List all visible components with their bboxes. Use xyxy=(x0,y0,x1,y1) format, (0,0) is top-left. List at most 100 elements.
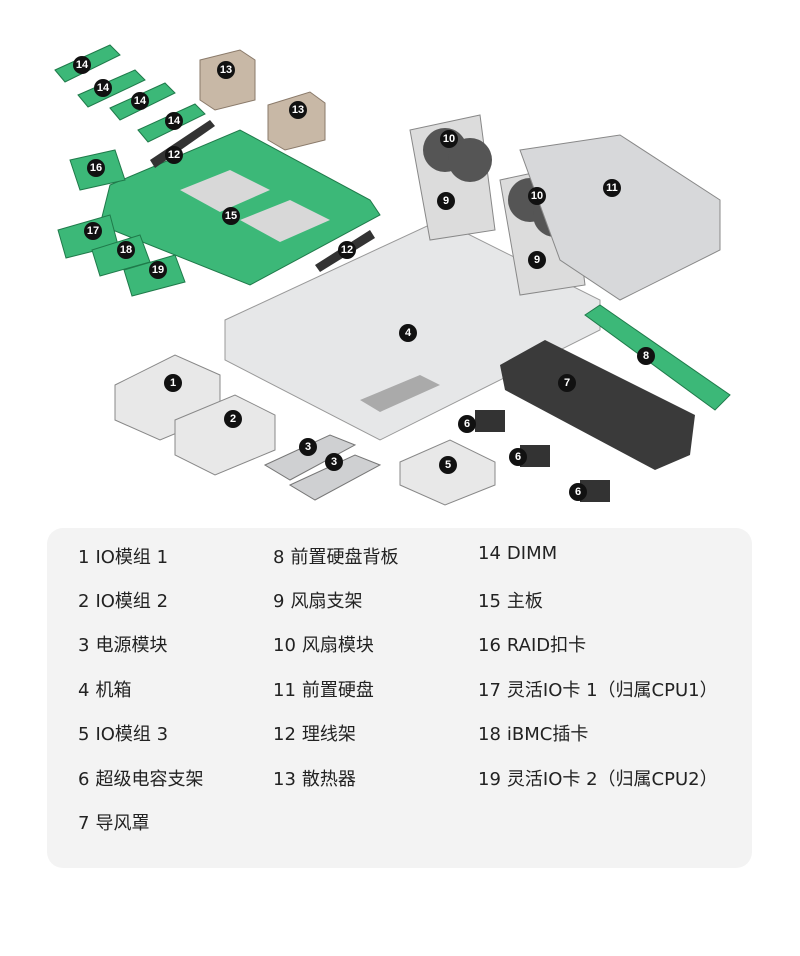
legend-label: 散热器 xyxy=(301,769,356,790)
callout-2: 2 xyxy=(224,410,242,428)
callout-number: 3 xyxy=(305,441,311,453)
callout-circle xyxy=(164,374,182,392)
callout-circle xyxy=(440,130,458,148)
legend-label: 主板 xyxy=(506,591,543,612)
legend-number: 15 xyxy=(478,591,501,612)
callout-16: 16 xyxy=(87,159,105,177)
legend-label: 前置硬盘 xyxy=(301,680,374,701)
callout-6: 6 xyxy=(458,415,476,433)
callout-circle xyxy=(217,61,235,79)
callout-number: 13 xyxy=(220,64,232,76)
callout-circle xyxy=(87,159,105,177)
callout-circle xyxy=(458,415,476,433)
callout-circle xyxy=(165,146,183,164)
legend-number: 16 xyxy=(478,635,501,656)
callout-14: 14 xyxy=(73,56,91,74)
callout-number: 5 xyxy=(445,459,451,471)
callout-number: 18 xyxy=(120,244,132,256)
callout-number: 2 xyxy=(230,413,236,425)
legend-number: 18 xyxy=(478,724,501,745)
legend-number: 9 xyxy=(273,591,285,612)
callout-circle xyxy=(528,187,546,205)
callout-number: 6 xyxy=(515,451,521,463)
mainboard xyxy=(57,129,381,297)
callout-number: 17 xyxy=(87,225,99,237)
callout-number: 9 xyxy=(534,254,540,266)
callout-circle xyxy=(603,179,621,197)
callout-number: 4 xyxy=(405,327,412,339)
callout-number: 6 xyxy=(464,418,470,430)
legend-label: IO模组 2 xyxy=(95,591,169,612)
callout-number: 1 xyxy=(170,377,176,389)
callout-number: 14 xyxy=(97,82,110,94)
supercap-holders xyxy=(475,410,610,502)
callout-number: 3 xyxy=(331,456,337,468)
legend-label: 灵活IO卡 2（归属CPU2） xyxy=(506,769,718,790)
legend-number: 14 xyxy=(478,543,501,564)
legend-label: 导风罩 xyxy=(95,813,150,834)
callout-9: 9 xyxy=(437,192,455,210)
callout-circle xyxy=(325,453,343,471)
callout-circle xyxy=(338,241,356,259)
callout-number: 14 xyxy=(168,115,181,127)
callout-circle xyxy=(437,192,455,210)
power-supplies xyxy=(263,434,382,501)
callout-6: 6 xyxy=(509,448,527,466)
callout-circle xyxy=(131,92,149,110)
server-exploded-diagram: 1414141413131212161517181910109911487123… xyxy=(54,44,731,506)
callout-3: 3 xyxy=(299,438,317,456)
legend-label: IO模组 1 xyxy=(95,547,169,568)
legend-label: 超级电容支架 xyxy=(95,769,204,790)
legend-label: 理线架 xyxy=(301,724,356,745)
callout-number: 12 xyxy=(341,244,353,256)
callout-number: 14 xyxy=(76,59,89,71)
callout-number: 7 xyxy=(564,377,570,389)
callout-13: 13 xyxy=(217,61,235,79)
legend-label: 灵活IO卡 1（归属CPU1） xyxy=(506,680,718,701)
callout-number: 11 xyxy=(606,182,618,194)
callout-circle xyxy=(224,410,242,428)
callout-number: 19 xyxy=(152,264,164,276)
legend-number: 19 xyxy=(478,769,501,790)
callout-number: 10 xyxy=(531,190,543,202)
callout-circle xyxy=(569,483,587,501)
callout-circle xyxy=(94,79,112,97)
callout-11: 11 xyxy=(603,179,621,197)
callout-10: 10 xyxy=(528,187,546,205)
legend-label: iBMC插卡 xyxy=(506,724,589,745)
callout-10: 10 xyxy=(440,130,458,148)
callout-circle xyxy=(558,374,576,392)
callout-number: 6 xyxy=(575,486,581,498)
callout-number: 16 xyxy=(90,162,102,174)
legend-label: 风扇模块 xyxy=(301,635,374,656)
callout-17: 17 xyxy=(84,222,102,240)
callout-circle xyxy=(637,347,655,365)
legend-number: 11 xyxy=(273,680,296,701)
callout-14: 14 xyxy=(94,79,112,97)
legend-number: 8 xyxy=(273,547,285,568)
callout-7: 7 xyxy=(558,374,576,392)
legend-label: 电源模块 xyxy=(95,635,168,656)
legend-label: RAID扣卡 xyxy=(506,635,587,656)
callout-3: 3 xyxy=(325,453,343,471)
callout-13: 13 xyxy=(289,101,307,119)
callout-14: 14 xyxy=(165,112,183,130)
callout-circle xyxy=(84,222,102,240)
callout-12: 12 xyxy=(338,241,356,259)
callout-circle xyxy=(73,56,91,74)
legend-number: 2 xyxy=(78,591,90,612)
